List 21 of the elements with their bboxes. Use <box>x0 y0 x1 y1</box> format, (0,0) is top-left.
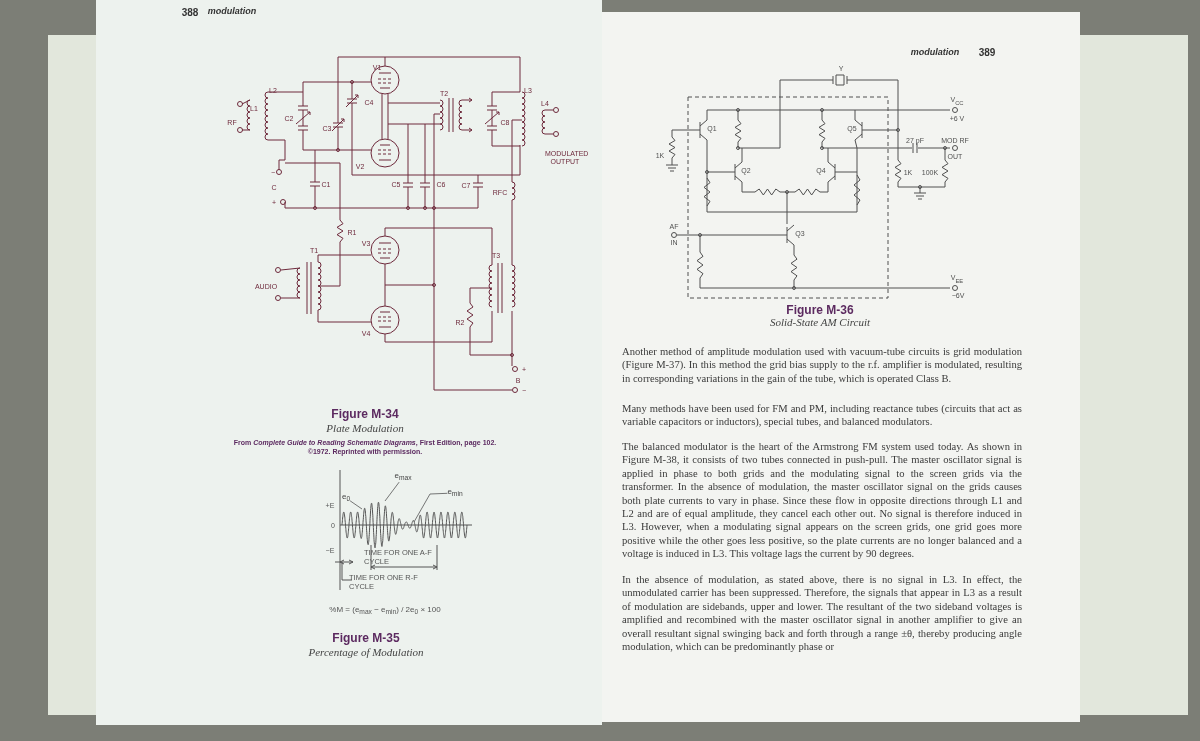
figure-number: Figure M-35 <box>332 631 400 645</box>
signal-label: e$_{0}$ <box>341 492 351 504</box>
running-head: modulation <box>207 6 257 16</box>
signal-label: e$_{min}$ <box>447 487 463 499</box>
figure-number: Figure M-36 <box>786 303 854 317</box>
body-paragraph: Many methods have been used for FM and PM, including reactance tubes (circuits that act as variable capacitors or inductors), special tubes, and balanced modulators. <box>622 402 1022 429</box>
leader-line <box>349 500 363 510</box>
body-paragraph: The balanced modulator is the heart of the Armstrong FM system used today. As shown in Figure M-38, it consists of two tubes connected in push-pull. The master oscillator signal is applied in phase to both grids and the modulating signal to the screen grids via the transformer. In the absence of modulation, the master oscillator signal on the grids causes both plate currents to vary in phase. Since these flow in opposite directions through L1 and L2 and are of equal amplitude, they cancel each other out. No signal is therefore induced in L3. However, when a modulating signal appears on the screen grids, one grid goes more positive while the other goes less positive, so the plate currents are no longer balanced and a voltage is induced in L3. This voltage lags the current by 90 degrees. <box>622 440 1022 561</box>
figure-title: Solid-State AM Circuit <box>769 316 871 328</box>
body-paragraph: In the absence of modulation, as stated above, there is no signal in L3. In effect, the unmodulated carrier has been suppressed. Therefore, the signals that appear in L3 as a result of modulation are sidebands, upper and lower. The resultant of the two sideband voltages is amplified and recombined with the master oscillator signal in another amplifier to give an overall resultant signal swinging back and forth through a range ±θ, thereby producing angle modulation, which can be predominantly phase or <box>622 573 1022 654</box>
figure-number: Figure M-34 <box>331 407 399 421</box>
figure-title: Percentage of Modulation <box>308 646 424 658</box>
page-number: 388 <box>181 6 199 18</box>
signal-label: e$_{max}$ <box>394 471 412 483</box>
page-number: 389 <box>978 46 996 58</box>
figure-title: Plate Modulation <box>326 422 404 434</box>
leader-line <box>413 492 448 523</box>
body-paragraph: Another method of amplitude modulation used with vacuum-tube circuits is grid modulation (Figure M-37). In this method the grid bias supply to the r.f. amplifier is modulated, resulting in corresponding variations in the gain of the tube, which is operated Class B. <box>622 345 1022 386</box>
running-head: modulation <box>910 47 960 57</box>
leader-line <box>384 481 400 502</box>
formula: %M = (e$_{max}$ − e$_{min}$) / 2e$_{0}$ × 100 <box>329 604 441 616</box>
